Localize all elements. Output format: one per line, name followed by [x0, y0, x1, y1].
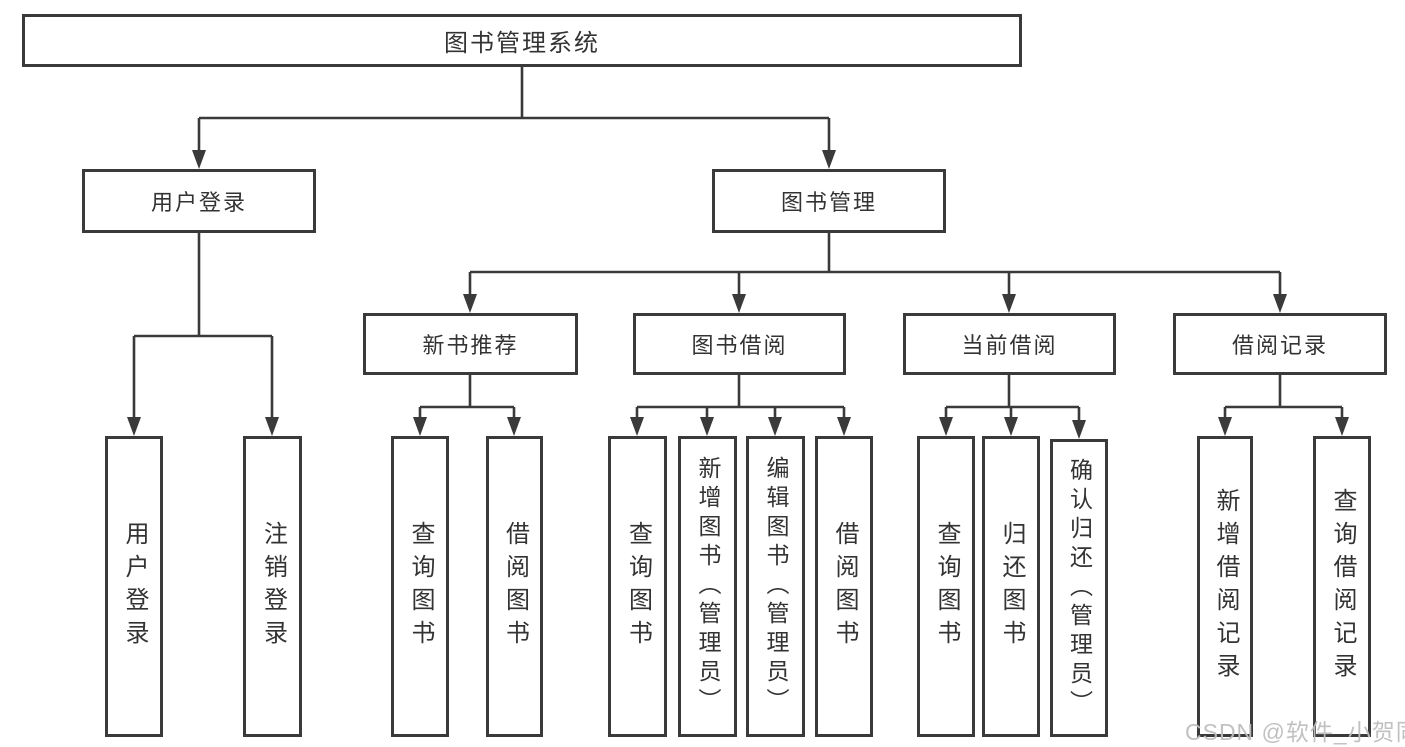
node-current-borrow: 当前借阅: [903, 313, 1116, 375]
leaf-add-borrow-record: 新增借阅记录: [1197, 436, 1253, 737]
node-book-management: 图书管理: [712, 169, 946, 233]
leaf-newbook-query-books: 查询图书: [391, 436, 449, 737]
node-user-login: 用户登录: [82, 169, 316, 233]
node-borrow-records: 借阅记录: [1173, 313, 1387, 375]
node-root-system: 图书管理系统: [22, 14, 1022, 67]
leaf-user-login: 用户登录: [105, 436, 163, 737]
node-book-borrow: 图书借阅: [633, 313, 846, 375]
leaf-current-query-books: 查询图书: [917, 436, 975, 737]
node-new-book-recommend: 新书推荐: [363, 313, 578, 375]
leaf-add-books-admin: 新增图书（管理员）: [678, 436, 737, 737]
leaf-confirm-return-admin: 确认归还（管理员）: [1050, 439, 1108, 737]
leaf-query-borrow-record: 查询借阅记录: [1313, 436, 1371, 737]
csdn-watermark: CSDN @软件_小贺同学: [1185, 719, 1405, 745]
leaf-borrow-borrow-books: 借阅图书: [815, 436, 873, 737]
leaf-logout: 注销登录: [243, 436, 302, 737]
leaf-return-books: 归还图书: [982, 436, 1040, 737]
leaf-edit-books-admin: 编辑图书（管理员）: [746, 436, 805, 737]
leaf-newbook-borrow-books: 借阅图书: [486, 436, 543, 737]
leaf-borrow-query-books: 查询图书: [608, 436, 667, 737]
